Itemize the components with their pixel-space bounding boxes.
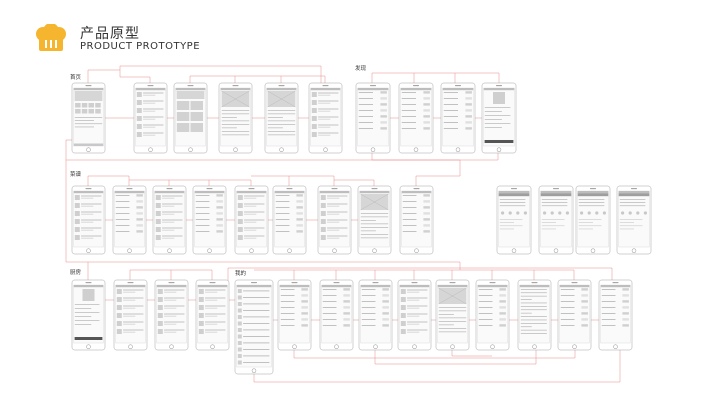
phone-screen [308, 82, 343, 154]
flow-link [129, 179, 170, 186]
section-label-discover: 发现 [355, 64, 367, 72]
flow-link [227, 267, 613, 301]
section-label-recipes: 菜谱 [70, 170, 82, 178]
phone-screen [475, 279, 510, 351]
flow-link [209, 179, 252, 186]
phone-screens [71, 82, 652, 375]
flow-link [289, 175, 335, 186]
phone-screen [598, 279, 633, 351]
flow-link [281, 75, 326, 83]
phone-screen [481, 82, 517, 154]
phone-screen [71, 82, 106, 154]
phone-screen [399, 185, 434, 255]
phone-screen [435, 279, 470, 351]
phone-screen [398, 82, 434, 154]
phone-screen [317, 185, 352, 255]
flow-link [451, 350, 492, 357]
flow-link [374, 350, 537, 365]
phone-screen [195, 279, 230, 351]
flow-link [371, 72, 456, 83]
flow-link [452, 269, 493, 280]
phone-screen [152, 185, 187, 255]
phone-screen [575, 185, 611, 255]
phone-screen [616, 185, 652, 255]
flow-link [130, 269, 213, 280]
phone-screen [112, 185, 147, 255]
flow-link [414, 269, 453, 280]
phone-screen [517, 279, 552, 351]
flow-link [65, 139, 461, 186]
flow-links [65, 65, 621, 383]
section-label-favorites: 我的 [235, 269, 247, 277]
phone-screen [355, 82, 391, 154]
flow-link [293, 350, 576, 359]
flow-link [534, 269, 575, 280]
flow-link [65, 160, 461, 270]
flow-link [371, 153, 499, 161]
flow-link [235, 75, 282, 83]
header: 产品原型 PRODUCT PROTOTYPE [0, 0, 711, 62]
phone-screen [234, 185, 269, 255]
phone-screen [71, 279, 106, 351]
flow-link [169, 179, 210, 186]
phone-screen [440, 82, 476, 154]
phone-screen [496, 185, 532, 255]
page-title: 产品原型 [80, 26, 140, 42]
section-label-kitchen: 厨房 [70, 268, 82, 276]
flow-link [251, 175, 290, 186]
flow-link [119, 70, 151, 83]
phone-screen [397, 279, 432, 351]
phone-screen [538, 185, 574, 255]
flow-link [254, 269, 295, 280]
flow-link [492, 269, 535, 280]
phone-screen [264, 82, 299, 154]
flow-link [334, 179, 375, 186]
phone-screen [358, 279, 393, 351]
flow-link [253, 350, 621, 383]
phone-screen [272, 185, 307, 255]
section-label-home: 首页 [70, 73, 82, 81]
flow-link [87, 65, 322, 83]
page-subtitle: PRODUCT PROTOTYPE [80, 41, 201, 52]
section-labels: 首页 发现 菜谱 厨房 我的 [70, 64, 367, 277]
flow-link [294, 269, 337, 280]
flow-link [455, 72, 500, 83]
phone-screen [133, 82, 168, 154]
phone-screen [154, 279, 189, 351]
phone-screen [357, 185, 392, 255]
phone-screen [557, 279, 592, 351]
phone-screen [113, 279, 148, 351]
phone-screen [218, 82, 253, 154]
phone-screen [173, 82, 208, 154]
cupcake-icon [36, 24, 66, 51]
flow-link [336, 269, 376, 280]
phone-screen [319, 279, 354, 351]
phone-screen [277, 279, 312, 351]
flow-link [88, 175, 130, 186]
phone-screen [71, 185, 106, 255]
phone-screen [192, 185, 227, 255]
flow-link [189, 75, 236, 83]
flow-link [375, 269, 415, 280]
phone-screen [234, 279, 274, 375]
